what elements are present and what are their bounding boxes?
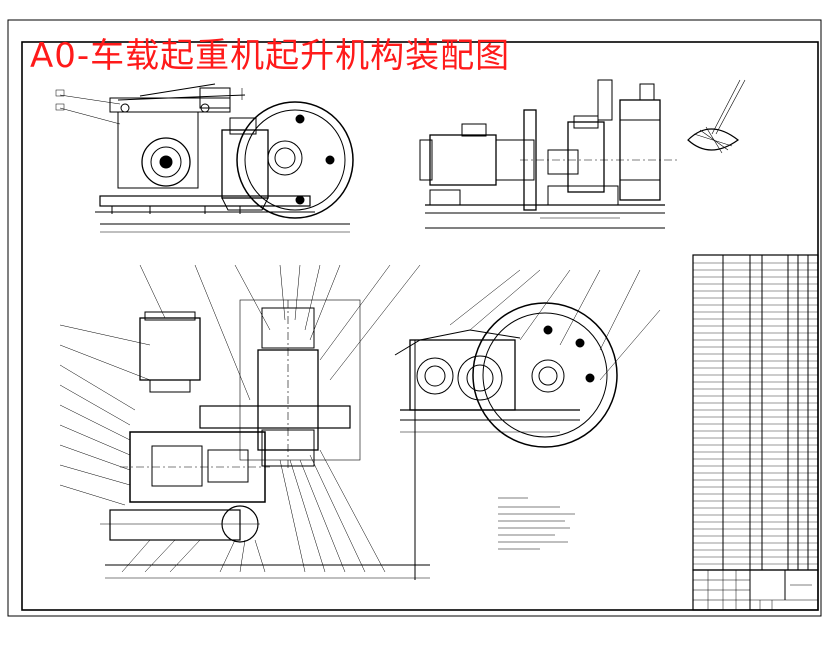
reducer-body xyxy=(567,121,605,193)
motor-flange xyxy=(141,137,191,187)
side-elevation-view xyxy=(55,83,354,233)
motor-body xyxy=(429,134,497,186)
plan-section-view xyxy=(100,299,430,580)
parts-list-table xyxy=(692,254,819,571)
drum-large xyxy=(472,302,618,448)
reducer-housing xyxy=(409,339,516,411)
technical-notes xyxy=(498,497,575,550)
drawing-title: A0-车载起重机起升机构装配图 xyxy=(30,36,511,76)
leader-lines-left xyxy=(59,264,421,573)
brake-assembly xyxy=(109,509,241,541)
title-block xyxy=(692,569,819,611)
cross-section-view xyxy=(394,269,661,448)
drum-section xyxy=(619,99,661,201)
outer-border xyxy=(7,19,822,617)
base-frame xyxy=(99,195,311,207)
drum-hub-small xyxy=(531,359,565,393)
motor-housing xyxy=(117,111,199,189)
motor-top xyxy=(139,317,201,381)
drum-hub xyxy=(267,140,303,176)
detail-section-a-a xyxy=(687,79,746,154)
drum-wheel-outer xyxy=(236,101,354,219)
front-section-view xyxy=(419,79,680,229)
